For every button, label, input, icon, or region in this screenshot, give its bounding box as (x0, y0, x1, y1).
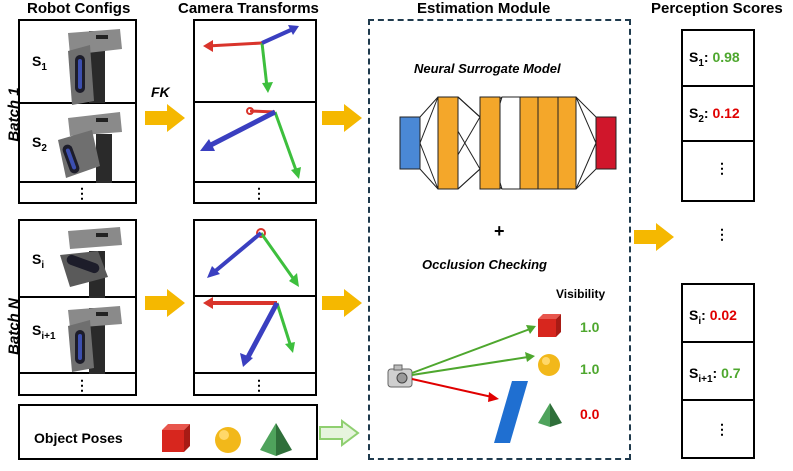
camera-transforms-batch-1: ⋮ (193, 19, 317, 204)
robot-configs-batch-1: S1 S2 ⋮ (18, 19, 137, 204)
hidden-layer (437, 96, 459, 190)
estimation-module-header: Estimation Module (417, 0, 551, 17)
green-pyramid-icon (260, 423, 292, 456)
arrow-to-scores (634, 223, 674, 251)
robot-config-more-row: ⋮ (20, 374, 135, 398)
transform-row (195, 221, 315, 297)
transform-more-row: ⋮ (195, 374, 315, 398)
ellipsis: ⋮ (252, 377, 266, 393)
red-cube-icon (538, 314, 561, 337)
occluding-plane (494, 381, 528, 443)
camera-icon (387, 364, 413, 388)
hidden-layer (557, 96, 577, 190)
scores-batch-1: S1: 0.98 S2: 0.12 ⋮ (681, 29, 755, 202)
input-layer (399, 116, 421, 170)
robot-config-row: S2 (20, 104, 135, 183)
hidden-layer (479, 96, 501, 190)
occlusion-checking-title: Occlusion Checking (422, 257, 547, 272)
object-poses-arrow (319, 419, 360, 447)
score-more-row: ⋮ (683, 142, 753, 204)
neural-surrogate-title: Neural Surrogate Model (414, 61, 561, 76)
plus-sign: + (494, 221, 505, 241)
ellipsis: ⋮ (75, 377, 89, 393)
score-entry: S1: 0.98 (689, 49, 740, 69)
score-row: Si+1: 0.7 (683, 343, 753, 401)
robot-config-row: S1 (20, 21, 135, 105)
robot-config-row: Si+1 (20, 298, 135, 374)
red-cube-icon (162, 424, 190, 452)
fk-arrow-batch-1 (145, 104, 185, 132)
transform-row (195, 103, 315, 183)
object-shapes (162, 423, 292, 456)
visibility-value: 0.0 (580, 406, 600, 422)
robot-arm-image (68, 306, 122, 374)
axis-frame-image (207, 228, 299, 287)
camera-transforms-batch-n: ⋮ (193, 219, 317, 396)
estimation-module-box: Neural Surrogate Model + Occlusion Check… (368, 19, 631, 460)
axis-frame-image (200, 107, 301, 179)
visibility-value: 1.0 (580, 319, 600, 335)
visibility-header: Visibility (556, 287, 606, 301)
score-entry: S2: 0.12 (689, 105, 740, 125)
object-poses-label: Object Poses (34, 430, 123, 446)
visibility-value: 1.0 (580, 361, 600, 377)
transform-row (195, 297, 315, 374)
config-label: Si (32, 251, 45, 271)
scores-middle-ellipsis: ⋮ (715, 226, 729, 242)
ellipsis: ⋮ (252, 185, 266, 201)
robot-arm-image (58, 112, 122, 183)
arrow-to-estimation-batch-1 (322, 104, 362, 132)
occlusion-diagram (387, 314, 562, 443)
object-poses-box: Object Poses (18, 404, 318, 460)
transform-row (195, 21, 315, 103)
scores-batch-n: Si: 0.02 Si+1: 0.7 ⋮ (681, 283, 755, 459)
score-entry: Si+1: 0.7 (689, 365, 741, 385)
score-row: S1: 0.98 (683, 31, 753, 87)
robot-arm-image (60, 227, 122, 298)
yellow-sphere-icon (215, 427, 241, 453)
fk-label: FK (151, 84, 170, 100)
neural-surrogate-diagram (399, 96, 617, 190)
transform-more-row: ⋮ (195, 183, 315, 206)
score-more-row: ⋮ (683, 401, 753, 461)
score-row: S2: 0.12 (683, 87, 753, 142)
config-label: S1 (32, 53, 47, 73)
hidden-layer (537, 96, 559, 190)
robot-configs-batch-n: Si Si+1 ⋮ (18, 219, 137, 396)
ellipsis: ⋮ (75, 185, 89, 201)
perception-scores-header: Perception Scores (651, 0, 783, 17)
green-pyramid-icon (538, 403, 562, 427)
score-row: Si: 0.02 (683, 285, 753, 343)
axis-frame-image (203, 297, 295, 367)
robot-arm-image (68, 29, 122, 105)
hidden-layer (519, 96, 541, 190)
robot-configs-header: Robot Configs (27, 0, 131, 17)
robot-config-more-row: ⋮ (20, 183, 135, 206)
config-label: Si+1 (32, 322, 56, 342)
arrow-to-estimation-batch-n (322, 289, 362, 317)
fk-arrow-batch-n (145, 289, 185, 317)
camera-transforms-header: Camera Transforms (178, 0, 319, 17)
score-entry: Si: 0.02 (689, 307, 737, 327)
yellow-sphere-icon (538, 354, 560, 376)
axis-frame-image (203, 25, 299, 93)
ellipsis: ⋮ (715, 421, 729, 437)
robot-config-row: Si (20, 221, 135, 298)
output-layer (595, 116, 617, 170)
config-label: S2 (32, 134, 47, 154)
ellipsis: ⋮ (715, 160, 729, 176)
